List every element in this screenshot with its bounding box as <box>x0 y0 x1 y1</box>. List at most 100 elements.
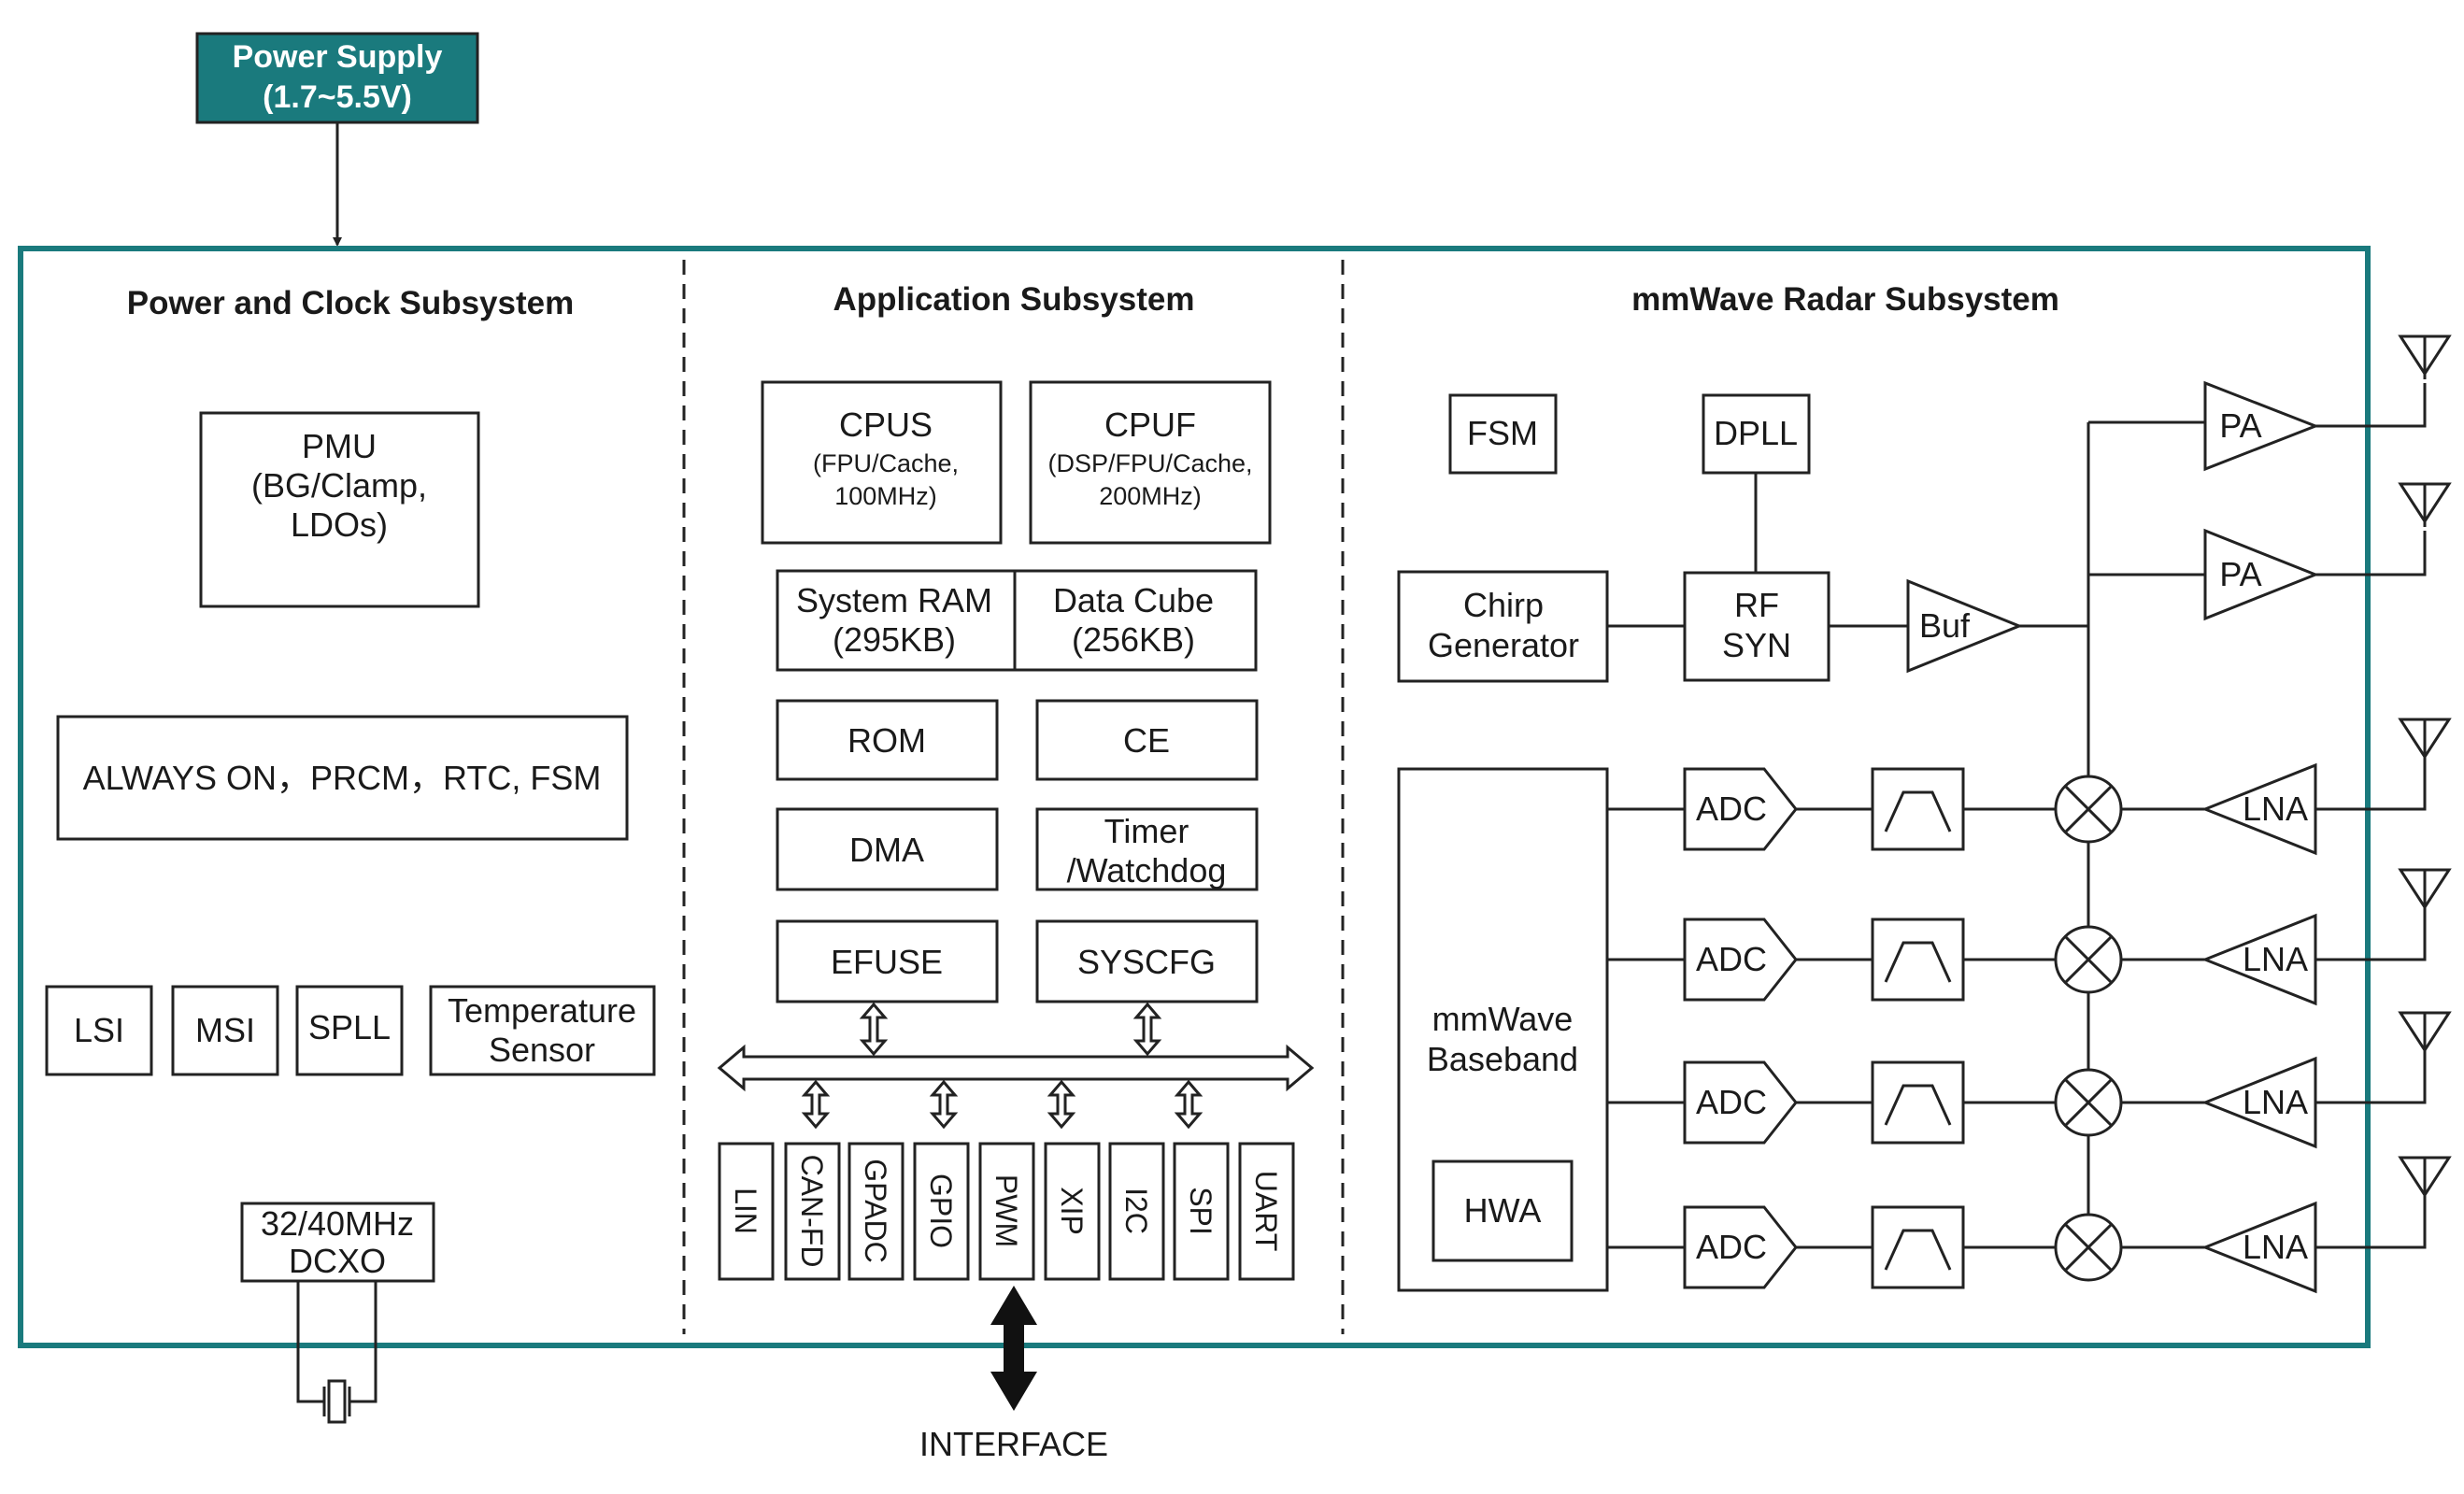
svg-text:Timer: Timer <box>1104 812 1189 850</box>
svg-text:(DSP/FPU/Cache,: (DSP/FPU/Cache, <box>1047 449 1252 477</box>
cpus-block: CPUS (FPU/Cache, 100MHz) <box>761 380 1003 545</box>
svg-text:/Watchdog: /Watchdog <box>1067 851 1227 889</box>
peripheral-bus-connector-1 <box>801 1079 831 1130</box>
dma-block: DMA <box>776 807 999 891</box>
peripheral-gpadc: GPADC <box>847 1142 904 1281</box>
section-title-application: Application Subsystem <box>833 281 1194 318</box>
pmu-block: PMU (BG/Clamp, LDOs) <box>199 411 480 608</box>
svg-text:ADC: ADC <box>1696 1228 1767 1266</box>
peripheral-bus-connector-2 <box>929 1079 959 1130</box>
power-supply-range: (1.7~5.5V) <box>263 79 412 115</box>
svg-text:mmWave: mmWave <box>1432 1000 1574 1038</box>
rf-synthesizer-block: RF SYN <box>1683 571 1830 682</box>
svg-text:CPUF: CPUF <box>1104 406 1196 444</box>
svg-text:LNA: LNA <box>2243 1228 2308 1266</box>
svg-text:100MHz): 100MHz) <box>834 482 937 510</box>
svg-text:LNA: LNA <box>2243 790 2308 828</box>
svg-text:CE: CE <box>1123 721 1170 760</box>
crystal-icon <box>296 1281 377 1424</box>
chip-outline <box>18 246 2371 1348</box>
svg-text:Baseband: Baseband <box>1427 1040 1578 1078</box>
lna-amplifier: LNA <box>2201 762 2317 856</box>
svg-text:Temperature: Temperature <box>448 991 636 1030</box>
adc-block: ADC <box>1683 767 1798 851</box>
bandpass-filter-icon <box>1871 767 1965 851</box>
svg-text:HWA: HWA <box>1464 1191 1542 1230</box>
svg-text:SYN: SYN <box>1722 626 1791 664</box>
buffer-amplifier: Buf <box>1906 578 2024 674</box>
msi-block: MSI <box>171 985 279 1076</box>
power-supply-label: Power Supply <box>233 39 443 75</box>
svg-text:I2C: I2C <box>1119 1188 1153 1234</box>
lna-amplifier: LNA <box>2201 913 2317 1006</box>
pa-amplifier-1: PA <box>2203 380 2320 472</box>
cpuf-block: CPUF (DSP/FPU/Cache, 200MHz) <box>1029 380 1272 545</box>
svg-text:(BG/Clamp,: (BG/Clamp, <box>251 466 427 505</box>
internal-bus <box>717 1044 1315 1092</box>
peripheral-xip: XIP <box>1044 1142 1101 1281</box>
svg-text:UART: UART <box>1249 1171 1283 1252</box>
fsm-block: FSM <box>1448 393 1558 475</box>
svg-text:XIP: XIP <box>1055 1187 1089 1235</box>
rx-antenna-3-icon <box>2398 1011 2452 1056</box>
mixer-icon <box>2054 775 2123 844</box>
peripheral-bus-connector-3 <box>1047 1079 1076 1130</box>
peripheral-spi: SPI <box>1173 1142 1230 1281</box>
svg-text:ALWAYS ON，PRCM，RTC, FSM: ALWAYS ON，PRCM，RTC, FSM <box>83 759 602 797</box>
svg-text:PA: PA <box>2219 406 2261 445</box>
svg-text:(295KB): (295KB) <box>833 620 956 659</box>
bandpass-filter-icon <box>1871 1205 1965 1289</box>
svg-text:SPI: SPI <box>1184 1187 1218 1235</box>
svg-text:GPIO: GPIO <box>924 1174 958 1248</box>
svg-text:DCXO: DCXO <box>289 1242 386 1280</box>
svg-text:200MHz): 200MHz) <box>1099 482 1202 510</box>
interface-arrow <box>990 1286 1037 1411</box>
mixer-icon <box>2054 1068 2123 1137</box>
svg-text:ADC: ADC <box>1696 790 1767 828</box>
rx-chain-1: ADC LNA <box>1607 762 2427 856</box>
svg-text:ADC: ADC <box>1696 940 1767 978</box>
peripheral-can-fd: CAN-FD <box>784 1142 841 1281</box>
svg-text:Buf: Buf <box>1919 606 1971 645</box>
svg-text:LNA: LNA <box>2243 1083 2308 1121</box>
rom-block: ROM <box>776 699 999 781</box>
section-title-power-clock: Power and Clock Subsystem <box>127 285 574 321</box>
efuse-bus-connector <box>859 1002 889 1057</box>
peripheral-lin: LIN <box>718 1142 775 1281</box>
interface-label: INTERFACE <box>919 1425 1108 1463</box>
hwa-block: HWA <box>1431 1160 1574 1262</box>
rx-chain-4: ADC LNA <box>1607 1201 2427 1294</box>
tx-antenna-1-icon <box>2398 334 2452 379</box>
syscfg-bus-connector <box>1132 1002 1162 1057</box>
svg-text:SYSCFG: SYSCFG <box>1077 943 1216 981</box>
pa-amplifier-2: PA <box>2203 528 2320 621</box>
peripheral-gpio: GPIO <box>913 1142 970 1281</box>
svg-text:System RAM: System RAM <box>796 581 992 619</box>
svg-text:ROM: ROM <box>847 721 926 760</box>
rx-antenna-1-icon <box>2398 718 2452 762</box>
antenna-set <box>2398 334 2452 1201</box>
svg-text:CAN-FD: CAN-FD <box>795 1155 829 1268</box>
svg-text:LIN: LIN <box>729 1188 762 1234</box>
rx-antenna-4-icon <box>2398 1156 2452 1201</box>
svg-text:DPLL: DPLL <box>1714 414 1798 452</box>
svg-text:MSI: MSI <box>195 1011 255 1049</box>
tx-antenna-2-icon <box>2398 482 2452 527</box>
svg-text:GPADC: GPADC <box>859 1159 892 1262</box>
svg-text:FSM: FSM <box>1467 414 1538 452</box>
power-supply-block: Power Supply (1.7~5.5V) <box>195 32 479 124</box>
adc-block: ADC <box>1683 1205 1798 1289</box>
svg-text:Chirp: Chirp <box>1463 586 1544 624</box>
efuse-block: EFUSE <box>776 919 999 1003</box>
temperature-sensor-block: Temperature Sensor <box>429 985 656 1076</box>
bandpass-filter-icon <box>1871 1060 1965 1145</box>
lna-amplifier: LNA <box>2201 1201 2317 1294</box>
svg-text:PWM: PWM <box>990 1174 1023 1247</box>
bus-connectors <box>801 1002 1204 1130</box>
svg-text:Generator: Generator <box>1428 626 1579 664</box>
mixer-icon <box>2054 925 2123 994</box>
svg-text:PA: PA <box>2219 555 2261 593</box>
